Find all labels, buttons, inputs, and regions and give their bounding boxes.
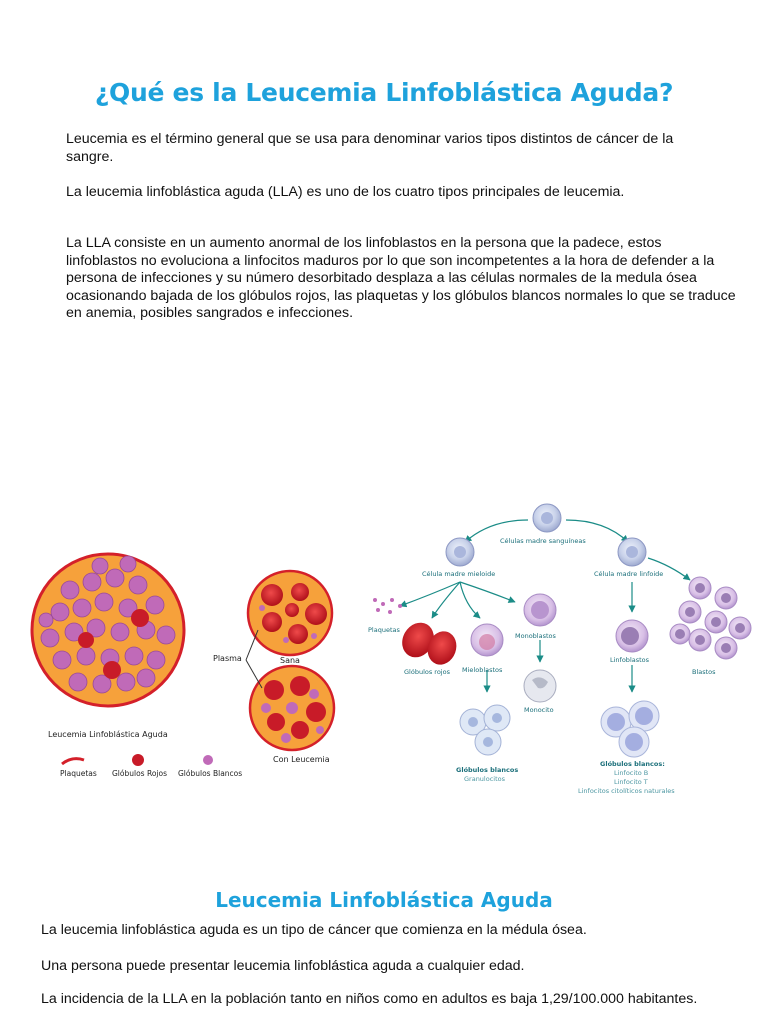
leukemia-blood-label: Con Leucemia: [273, 755, 330, 764]
platelet-legend-icon: [61, 757, 85, 766]
bottom-paragraph-2: Una persona puede presentar leucemia lin…: [41, 958, 525, 974]
intro-paragraph-2: La leucemia linfoblástica aguda (LLA) es…: [66, 184, 625, 200]
lymphoid-label: Célula madre linfoide: [594, 570, 663, 578]
hematopoiesis-diagram: Células madre sanguíneas Célula madre mi…: [368, 503, 752, 795]
large-cell-label: Leucemia Linfoblástica Aguda: [48, 730, 168, 739]
granulocytes-label: Granulocitos: [464, 775, 506, 783]
blasts-label: Blastos: [692, 668, 716, 676]
intro-paragraph-3: La LLA consiste en un aumento anormal de…: [66, 235, 736, 322]
monoblasts-label: Monoblastos: [515, 632, 557, 640]
white-cells-left-label: Glóbulos blancos: [456, 766, 518, 774]
intro-paragraph-1: Leucemia es el término general que se us…: [66, 131, 674, 165]
legend-platelets: Plaquetas: [60, 769, 97, 778]
leukemia-illustration: Plasma Sana Con Leucemia Leucemia Linfob…: [30, 503, 752, 795]
white-cells-right-label: Glóbulos blancos:: [600, 760, 665, 768]
platelets-label: Plaquetas: [368, 626, 400, 634]
red-cells-label: Glóbulos rojos: [404, 668, 451, 676]
page-title: ¿Qué es la Leucemia Linfoblástica Aguda?: [94, 78, 674, 107]
myeloblasts-label: Mieloblastos: [462, 666, 503, 674]
myeloid-label: Célula madre mieloide: [422, 570, 495, 578]
leukemic-blood-circle: [248, 664, 336, 752]
section-title: Leucemia Linfoblástica Aguda: [215, 888, 553, 912]
legend-red-cells: Glóbulos Rojos: [112, 769, 167, 778]
b-lymphocyte-label: Linfocito B: [614, 769, 648, 777]
stem-cells-label: Células madre sanguíneas: [500, 537, 586, 545]
nk-cells-label: Linfocitos citolíticos naturales: [578, 787, 675, 795]
plasma-label: Plasma: [213, 654, 242, 663]
legend: Plaquetas Glóbulos Rojos Glóbulos Blanco…: [60, 754, 242, 778]
monocyte-label: Monocito: [524, 706, 554, 714]
bottom-paragraph-3: La incidencia de la LLA en la población …: [41, 991, 698, 1007]
healthy-label: Sana: [280, 656, 300, 665]
legend-white-cells: Glóbulos Blancos: [178, 769, 242, 778]
healthy-blood-circle: [246, 569, 334, 657]
red-cell-legend-icon: [132, 754, 144, 766]
leukemia-large-cell: [30, 552, 186, 708]
t-lymphocyte-label: Linfocito T: [614, 778, 648, 786]
bottom-paragraph-1: La leucemia linfoblástica aguda es un ti…: [41, 922, 587, 938]
white-cell-legend-icon: [203, 755, 213, 765]
lymphoblasts-label: Linfoblastos: [610, 656, 650, 664]
